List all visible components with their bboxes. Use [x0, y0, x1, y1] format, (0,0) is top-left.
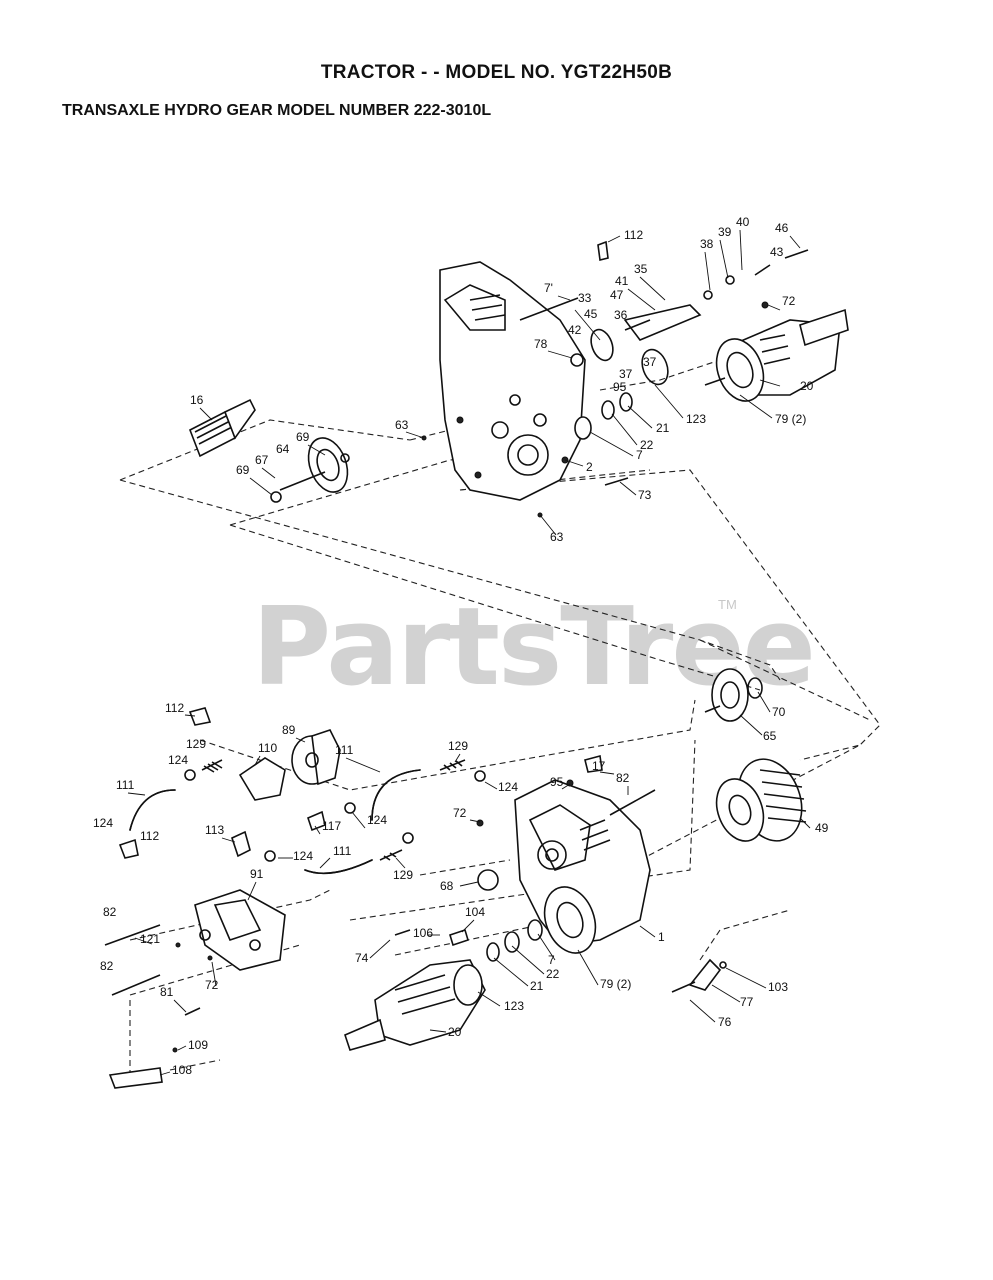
callout-label: 67 [255, 453, 269, 467]
callout-label: 82 [103, 905, 117, 919]
callout-label: 43 [770, 245, 784, 259]
charge-pump [194, 889, 286, 971]
upper-transaxle-assembly [188, 240, 849, 518]
callout-label: 74 [355, 951, 369, 965]
callout-label: 36 [614, 308, 628, 322]
callout-label: 109 [188, 1038, 208, 1052]
callout-label: 41 [615, 274, 629, 288]
callout-label: 72 [453, 806, 467, 820]
callout-label: 111 [333, 844, 352, 858]
callout-label: 112 [165, 701, 184, 715]
callout-label: 46 [775, 221, 789, 235]
callout-label: 68 [440, 879, 454, 893]
callout-label: 95 [550, 775, 564, 789]
axle-housing-right [704, 308, 849, 402]
callout-label: 37 [619, 367, 633, 381]
callout-label: 37 [643, 355, 657, 369]
callout-label: 124 [293, 849, 313, 863]
callout-label: 89 [282, 723, 296, 737]
callout-label: 40 [736, 215, 750, 229]
callout-label: 129 [448, 739, 468, 753]
lower-transaxle-assembly [104, 668, 807, 1089]
callout-label: 79 (2) [600, 977, 631, 991]
callout-label: 111 [335, 743, 354, 757]
callout-label: 103 [768, 980, 788, 994]
callout-label: 117 [322, 819, 341, 833]
callout-label: 21 [656, 421, 670, 435]
filter-adapter [238, 757, 286, 801]
callout-label: 16 [190, 393, 204, 407]
callout-label: 64 [276, 442, 290, 456]
axle-housing-left [344, 959, 486, 1051]
oil-filter [291, 729, 341, 786]
callout-label: 45 [584, 307, 598, 321]
callout-label: 47 [610, 288, 624, 302]
callout-label: 78 [534, 337, 548, 351]
callout-label: 65 [763, 729, 777, 743]
callout-label: 81 [160, 985, 174, 999]
callout-label: 123 [686, 412, 706, 426]
callout-label: 70 [772, 705, 786, 719]
callout-label: 95 [613, 380, 627, 394]
callout-label: 72 [782, 294, 796, 308]
callout-label: 104 [465, 905, 485, 919]
callout-label: 63 [550, 530, 564, 544]
callout-label: 124 [168, 753, 188, 767]
callout-label: 2 [586, 460, 593, 474]
housing-upper [439, 261, 586, 501]
leader-lines [127, 229, 811, 1076]
callout-label: 1 [658, 930, 665, 944]
callout-label: 20 [800, 379, 814, 393]
gear-lower [704, 668, 763, 722]
callout-label: 38 [700, 237, 714, 251]
callout-label: 79 (2) [775, 412, 806, 426]
callout-labels: 112 40 46 39 38 43 7' 35 41 47 33 72 45 … [93, 215, 829, 1077]
page-title: TRACTOR - - MODEL NO. YGT22H50B [320, 62, 673, 83]
callout-label: 91 [250, 867, 264, 881]
callout-label: 106 [413, 926, 433, 940]
callout-label: 111 [116, 778, 135, 792]
page-subtitle: TRANSAXLE HYDRO GEAR MODEL NUMBER 222-30… [62, 102, 492, 119]
callout-label: 22 [546, 967, 560, 981]
callout-label: 17 [592, 759, 606, 773]
differential [715, 758, 807, 842]
callout-label: 77 [740, 995, 754, 1009]
callout-label: 113 [205, 823, 224, 837]
callout-label: 76 [718, 1015, 732, 1029]
callout-label: 7' [544, 281, 553, 295]
callout-label: 21 [530, 979, 544, 993]
callout-label: 73 [638, 488, 652, 502]
callout-label: 39 [718, 225, 732, 239]
callout-label: 121 [140, 932, 160, 946]
callout-label: 33 [578, 291, 592, 305]
callout-label: 42 [568, 323, 582, 337]
callout-label: 63 [395, 418, 409, 432]
callout-label: 112 [624, 228, 643, 242]
callout-label: 112 [140, 829, 159, 843]
callout-label: 20 [448, 1025, 462, 1039]
callout-label: 123 [504, 999, 524, 1013]
callout-label: 69 [296, 430, 310, 444]
callout-label: 124 [367, 813, 387, 827]
callout-label: 124 [498, 780, 518, 794]
callout-label: 82 [100, 959, 114, 973]
callout-label: 35 [634, 262, 648, 276]
callout-label: 108 [172, 1063, 192, 1077]
callout-label: 129 [393, 868, 413, 882]
callout-label: 49 [815, 821, 829, 835]
callout-label: 110 [258, 741, 277, 755]
callout-label: 72 [205, 978, 219, 992]
callout-label: 7 [636, 448, 643, 462]
control-lever [688, 958, 722, 991]
input-shaft [188, 398, 256, 458]
control-arm [108, 1067, 163, 1089]
callout-label: 129 [186, 737, 206, 751]
watermark-tm: TM [718, 597, 737, 612]
callout-label: 69 [236, 463, 250, 477]
callout-label: 22 [640, 438, 654, 452]
callout-label: 124 [93, 816, 113, 830]
callout-label: 7 [548, 953, 555, 967]
callout-label: 82 [616, 771, 630, 785]
